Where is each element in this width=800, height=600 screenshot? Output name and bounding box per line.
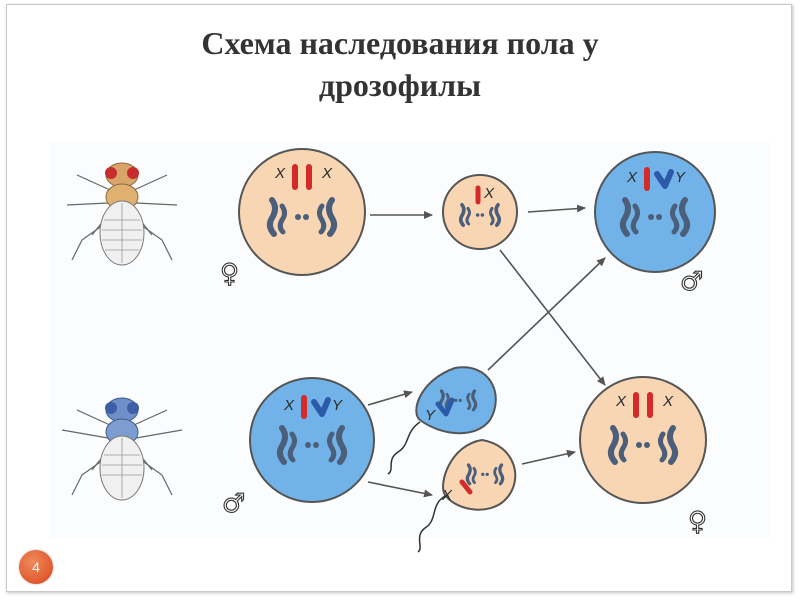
page-title: Схема наследования пола у дрозофилы bbox=[0, 22, 800, 106]
male-symbol: ♂ bbox=[222, 489, 245, 519]
x-sperm-cell: X bbox=[417, 438, 517, 553]
inheritance-arrows bbox=[367, 204, 606, 498]
arrow-male-to-y-sperm bbox=[367, 390, 413, 406]
arrow-male-to-x-sperm bbox=[367, 481, 433, 498]
x-chromosome-label: X bbox=[626, 169, 638, 186]
male-parent-cell: X Y bbox=[249, 377, 375, 503]
arrow-egg-to-female-offspring bbox=[499, 249, 606, 386]
y-chromosome-label: Y bbox=[332, 397, 343, 414]
female-fly-illustration bbox=[66, 162, 178, 266]
egg-cell: X bbox=[442, 174, 518, 250]
title-line-2: дрозофилы bbox=[318, 67, 482, 103]
x-chromosome-label: X bbox=[321, 165, 333, 182]
male-symbol: ♂ bbox=[680, 267, 703, 297]
female-symbol: ♀ bbox=[220, 259, 239, 289]
arrow-egg-to-male-offspring bbox=[527, 204, 586, 213]
female-offspring-cell: X X bbox=[579, 376, 707, 504]
y-chromosome-label: Y bbox=[425, 407, 436, 424]
page-number-badge: 4 bbox=[19, 550, 53, 584]
male-offspring-cell: X Y bbox=[594, 151, 716, 273]
x-chromosome-label: X bbox=[283, 397, 295, 414]
arrow-x-sperm-to-female-offspring bbox=[521, 449, 576, 465]
arrow-y-sperm-to-male-offspring bbox=[487, 257, 606, 371]
x-chromosome-label: X bbox=[483, 185, 495, 202]
x-chromosome-label: X bbox=[274, 165, 286, 182]
female-symbol: ♀ bbox=[688, 507, 707, 537]
x-chromosome-label: X bbox=[662, 393, 674, 410]
female-parent-cell: X X bbox=[238, 148, 366, 276]
title-line-1: Схема наследования пола у bbox=[201, 25, 599, 61]
x-chromosome-label: X bbox=[615, 393, 627, 410]
y-chromosome-label: Y bbox=[675, 169, 686, 186]
y-sperm-cell: Y bbox=[387, 366, 497, 475]
male-fly-illustration bbox=[61, 397, 183, 501]
x-chromosome-label: X bbox=[441, 487, 453, 504]
